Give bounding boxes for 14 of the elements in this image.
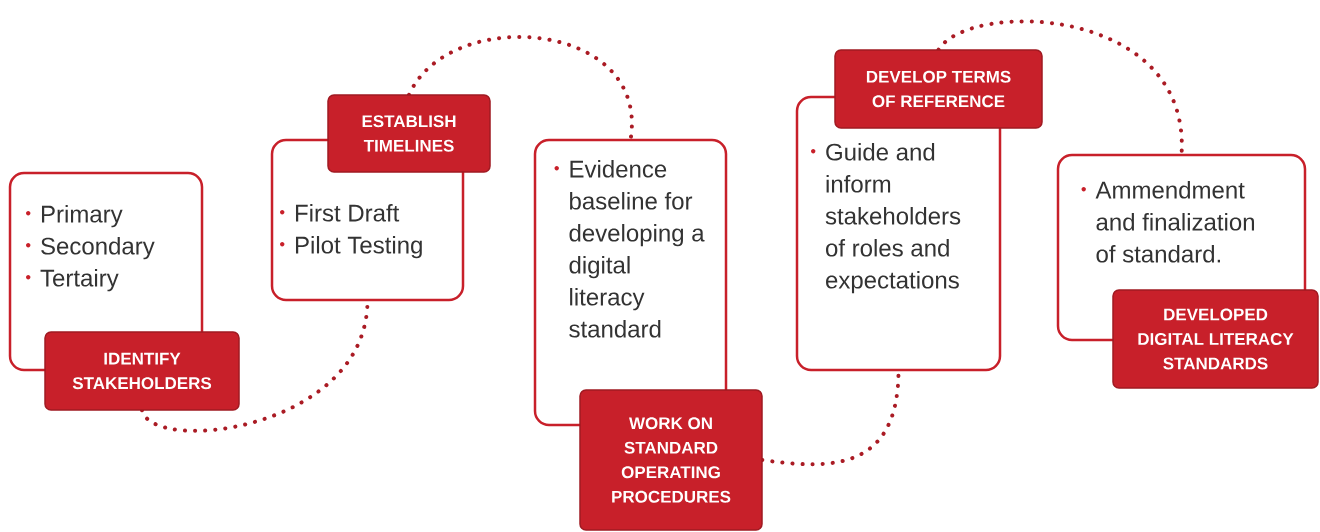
bullet-item: First Draft [280, 204, 400, 222]
step-label: DEVELOPED DIGITAL LITERACY STANDARDS [1112, 289, 1319, 389]
bullet-item: Tertairy [26, 269, 119, 292]
bullet-item: Secondary [26, 237, 155, 260]
step-label: DEVELOP TERMS OF REFERENCE [834, 49, 1043, 129]
bullet-item: Pilot Testing [280, 236, 422, 259]
step-label: IDENTIFY STAKEHOLDERS [44, 331, 240, 411]
bullet-item: Evidence baseline for developing a digital literacy standard [554, 160, 705, 338]
bullet-item: Primary [26, 205, 123, 228]
bullet-item: Guide and inform stakeholders of roles and expectations [811, 143, 961, 294]
step-label: ESTABLISH TIMELINES [327, 94, 491, 173]
step-label: WORK ON STANDARD OPERATING PROCEDURES [579, 389, 763, 531]
dotted-connector [407, 35, 634, 142]
bullet-item: Ammendment and finalization of standard. [1081, 181, 1254, 263]
